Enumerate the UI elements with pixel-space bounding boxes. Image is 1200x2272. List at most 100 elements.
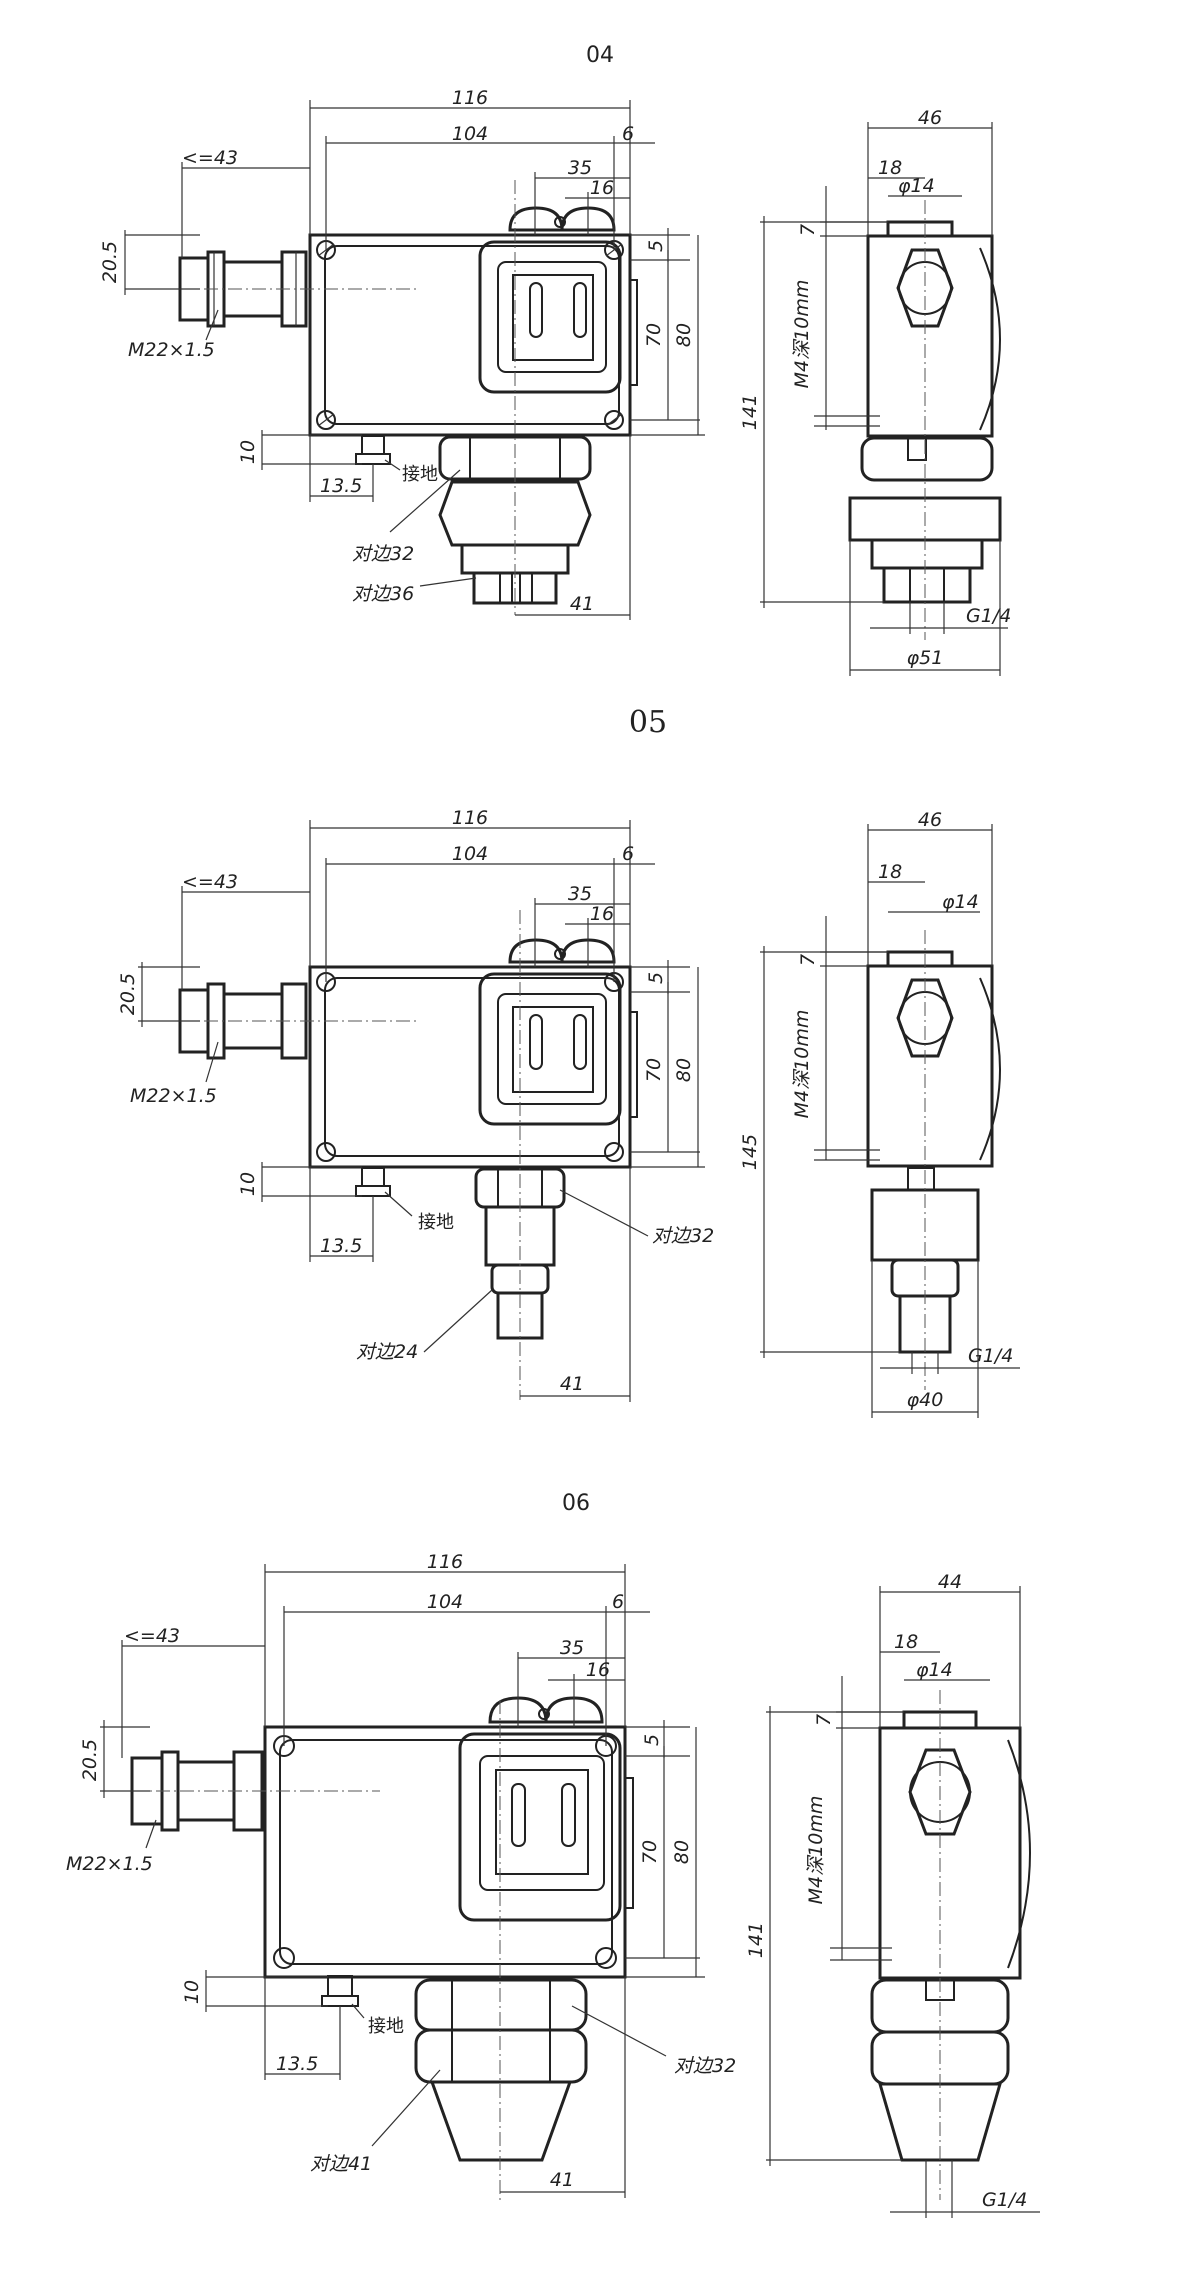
adjust-knob — [508, 938, 564, 964]
front-view-05 — [178, 910, 638, 1400]
callout-label: 对边32 — [652, 1225, 714, 1247]
dim-label: 145 — [739, 1134, 761, 1170]
dim-label: 46 — [918, 107, 942, 129]
dim-label: 13.5 — [320, 475, 362, 497]
dim-label: 20.5 — [117, 973, 139, 1015]
cover-plate — [458, 1732, 622, 1922]
dim-label: 10 — [181, 1980, 203, 2004]
front-dims-04: 116 104 6 <=43 35 16 20.5 M22×1.5 5 70 8… — [99, 87, 705, 620]
callout-label: 对边36 — [352, 583, 414, 605]
dim-label: 104 — [452, 123, 488, 145]
screw-icon — [316, 410, 336, 430]
dim-label: 13.5 — [320, 1235, 362, 1257]
display-window — [512, 1006, 594, 1093]
dim-label: 116 — [452, 87, 488, 109]
body-fitting — [438, 480, 592, 547]
drawing-title: 05 — [629, 705, 667, 740]
dim-label: 70 — [643, 1058, 665, 1082]
callout-label: 接地 — [402, 464, 438, 485]
side-body — [878, 1726, 1022, 1980]
dim-label: <=43 — [182, 871, 238, 893]
dim-label: 18 — [878, 861, 902, 883]
dim-label: 141 — [739, 394, 761, 430]
drawing-05: 05 — [117, 705, 1020, 1418]
screw-icon — [604, 410, 624, 430]
dim-label: φ51 — [907, 647, 944, 669]
callout-label: 对边24 — [356, 1341, 418, 1363]
dim-label: 6 — [622, 123, 634, 145]
dim-label: φ40 — [907, 1389, 944, 1411]
display-window — [495, 1769, 589, 1875]
dim-label: 6 — [622, 843, 634, 865]
dim-label: 104 — [452, 843, 488, 865]
dim-label: M4深10mm — [805, 1796, 827, 1905]
cover-plate — [478, 240, 622, 394]
drawing-04: 04 — [99, 43, 1011, 676]
ground-terminal — [361, 1167, 385, 1187]
dim-label: 80 — [671, 1840, 693, 1864]
callout-label: 对边32 — [352, 543, 414, 565]
side-dims-04: 46 18 φ14 7 M4深10mm 141 G1/4 φ51 — [739, 107, 1011, 676]
dim-label: φ14 — [942, 891, 979, 913]
dim-label: 41 — [570, 593, 594, 615]
indicator-slot-left — [529, 282, 543, 338]
dim-label: 35 — [568, 157, 592, 179]
dim-label: <=43 — [124, 1625, 180, 1647]
callout-label: 接地 — [368, 2016, 404, 2037]
dim-label: G1/4 — [968, 1345, 1013, 1367]
dim-label: 16 — [586, 1659, 610, 1681]
indicator-slot-right — [561, 1783, 576, 1847]
display-window — [512, 274, 594, 361]
dim-label: 16 — [590, 903, 614, 925]
drawing-title: 04 — [586, 43, 614, 68]
dim-label: 5 — [641, 1734, 663, 1746]
dim-label: M4深10mm — [791, 280, 813, 389]
dim-label: M22×1.5 — [66, 1853, 153, 1875]
display-frame — [497, 261, 607, 373]
hex-nut — [414, 2028, 588, 2084]
indicator-slot-right — [573, 282, 587, 338]
dim-label: 7 — [797, 954, 819, 966]
port-fitting — [429, 2080, 573, 2162]
dim-label: 5 — [645, 972, 667, 984]
front-view-06 — [130, 1696, 634, 2200]
dim-label: 20.5 — [79, 1739, 101, 1781]
cover-plate — [478, 972, 622, 1126]
dim-label: 35 — [568, 883, 592, 905]
indicator-slot-right — [573, 1014, 587, 1070]
side-rail — [624, 1777, 634, 1909]
indicator-slot-left — [529, 1014, 543, 1070]
side-dims-05: 46 18 φ14 7 M4深10mm 145 G1/4 φ40 — [739, 809, 1020, 1418]
callout-label: 接地 — [418, 1212, 454, 1233]
side-rail — [629, 279, 638, 386]
dim-label: 44 — [938, 1571, 962, 1593]
side-dims-06: 44 18 φ14 7 M4深10mm 141 G1/4 — [745, 1571, 1040, 2218]
housing — [308, 965, 632, 1169]
side-bulge — [979, 977, 1001, 1161]
housing — [308, 233, 632, 437]
dim-label: 7 — [797, 224, 819, 236]
side-body-fitting — [878, 2082, 1002, 2162]
screw-icon — [316, 1142, 336, 1162]
dim-label: 104 — [427, 1591, 463, 1613]
housing-lid — [279, 1739, 613, 1965]
dim-label: 35 — [560, 1637, 584, 1659]
dim-label: G1/4 — [966, 605, 1011, 627]
front-view-04 — [178, 180, 638, 615]
screw-icon — [595, 1947, 617, 1969]
side-view-04 — [848, 200, 1002, 640]
screw-icon — [273, 1947, 295, 1969]
dim-label: 5 — [645, 240, 667, 252]
side-view-06 — [870, 1690, 1031, 2200]
dim-label: 10 — [237, 1172, 259, 1196]
dim-label: M4深10mm — [791, 1010, 813, 1119]
housing — [263, 1725, 627, 1979]
dim-label: 80 — [673, 323, 695, 347]
dim-label: 80 — [673, 1058, 695, 1082]
dim-label: 141 — [745, 1922, 767, 1958]
front-dims-05: 116 104 6 <=43 35 16 20.5 M22×1.5 5 70 8… — [117, 807, 714, 1402]
dim-label: 16 — [590, 177, 614, 199]
dim-label: 10 — [237, 440, 259, 464]
dim-label: 70 — [643, 323, 665, 347]
display-frame — [497, 993, 607, 1105]
